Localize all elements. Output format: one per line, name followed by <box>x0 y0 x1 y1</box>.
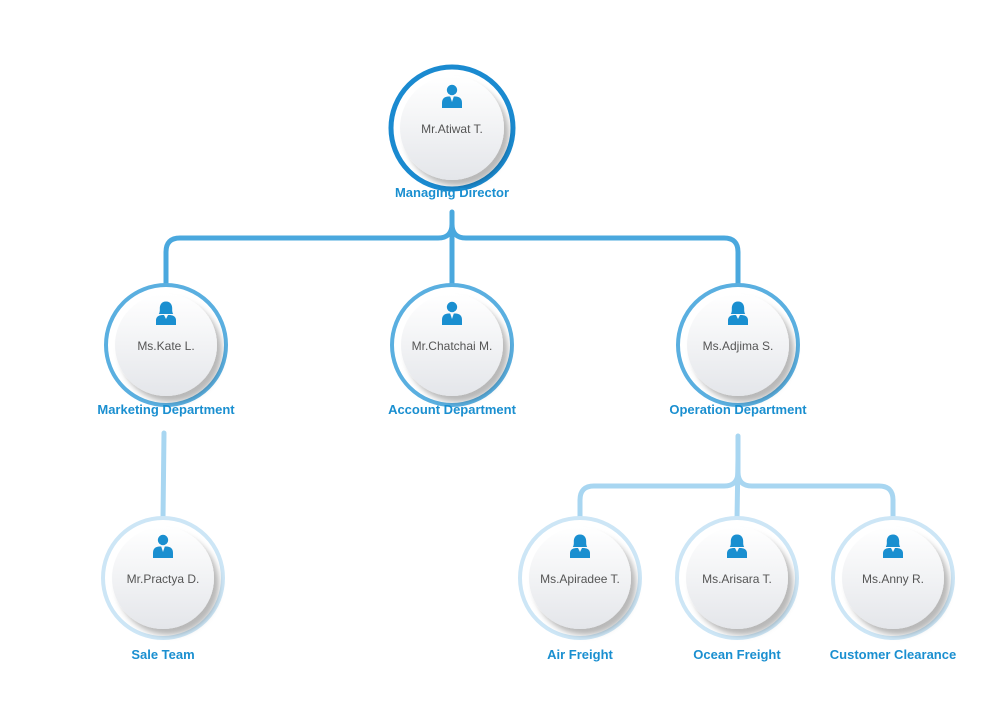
department-title: Customer Clearance <box>830 647 956 662</box>
department-title: Ocean Freight <box>693 647 781 662</box>
node-disc <box>115 294 217 396</box>
person-name: Ms.Anny R. <box>862 572 924 586</box>
connector-marketing-sale <box>160 430 167 521</box>
node-disc <box>842 527 944 629</box>
node-director[interactable]: Mr.Atiwat T. Managing Director <box>388 64 516 200</box>
connector-operation-air <box>577 455 741 523</box>
connector-director-operation <box>449 223 741 290</box>
person-name: Ms.Apiradee T. <box>540 572 620 586</box>
person-name: Ms.Adjima S. <box>703 339 774 353</box>
connector-lines <box>160 209 896 523</box>
person-name: Mr.Chatchai M. <box>412 339 493 353</box>
node-sale[interactable]: Mr.Practya D. Sale Team <box>101 516 225 662</box>
person-name: Ms.Arisara T. <box>702 572 772 586</box>
node-ocean[interactable]: Ms.Arisara T. Ocean Freight <box>675 516 799 662</box>
node-account[interactable]: Mr.Chatchai M. Account Department <box>388 283 517 417</box>
department-title: Sale Team <box>131 647 194 662</box>
department-title: Marketing Department <box>97 402 235 417</box>
node-disc <box>112 527 214 629</box>
node-disc <box>400 76 504 180</box>
node-operation[interactable]: Ms.Adjima S. Operation Department <box>669 283 807 417</box>
connector-operation-customs <box>735 455 896 523</box>
person-name: Mr.Practya D. <box>127 572 200 586</box>
department-title: Account Department <box>388 402 517 417</box>
department-title: Air Freight <box>547 647 613 662</box>
department-title: Managing Director <box>395 185 509 200</box>
node-disc <box>401 294 503 396</box>
person-name: Mr.Atiwat T. <box>421 122 483 136</box>
person-name: Ms.Kate L. <box>137 339 194 353</box>
department-title: Operation Department <box>669 402 807 417</box>
node-disc <box>529 527 631 629</box>
node-air[interactable]: Ms.Apiradee T. Air Freight <box>518 516 642 662</box>
connector-director-marketing <box>163 223 455 290</box>
node-marketing[interactable]: Ms.Kate L. Marketing Department <box>97 283 235 417</box>
node-disc <box>687 294 789 396</box>
node-customs[interactable]: Ms.Anny R. Customer Clearance <box>830 516 956 662</box>
node-disc <box>686 527 788 629</box>
